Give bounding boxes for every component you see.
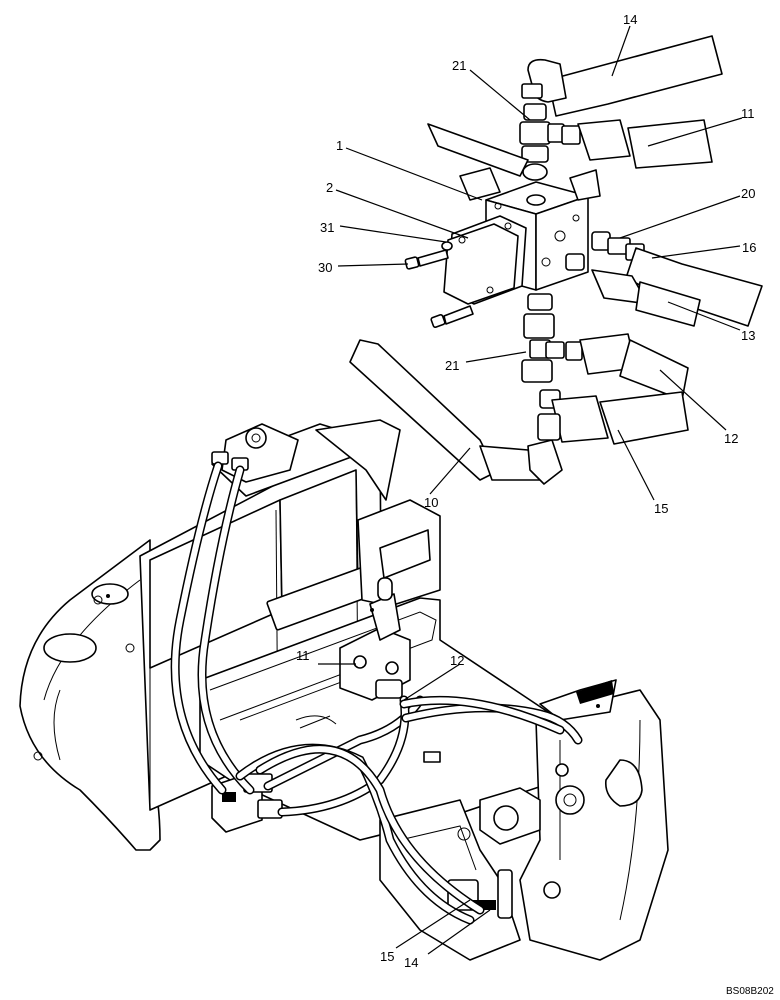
callout-21-top: 21 <box>452 58 466 73</box>
right-wheel-tower <box>519 689 669 961</box>
callout-1: 1 <box>336 138 343 153</box>
hose-10 <box>349 339 563 485</box>
hose-12-upper <box>565 333 689 401</box>
hose-11-upper <box>561 119 713 169</box>
bolt-30-lower <box>430 305 474 328</box>
callout-31: 31 <box>320 220 334 235</box>
tee-fitting-21-lower <box>521 293 565 409</box>
callout-13: 13 <box>741 328 755 343</box>
hose-behind-block <box>427 123 529 177</box>
valve-block-assembly <box>335 25 763 501</box>
hose-14-upper <box>521 35 723 117</box>
callout-15-bottom: 15 <box>380 949 394 964</box>
callout-2: 2 <box>326 180 333 195</box>
drawing-code: BS08B202 <box>726 986 774 997</box>
callout-14-top: 14 <box>623 12 637 27</box>
callout-15-top: 15 <box>654 501 668 516</box>
hose-15-upper <box>551 391 689 445</box>
fitting-20-and-16 <box>565 231 763 327</box>
cover-plate-2 <box>443 215 527 305</box>
hose-13 <box>591 269 701 327</box>
callout-30: 30 <box>318 260 332 275</box>
tee-fitting-21-upper <box>519 103 565 181</box>
callout-11-top: 11 <box>741 106 755 121</box>
hose-routing <box>170 461 583 925</box>
leader-lines-upper <box>335 25 743 501</box>
callout-12-top: 12 <box>724 431 738 446</box>
bolt-30-upper <box>404 241 453 270</box>
callout-16: 16 <box>742 240 756 255</box>
left-fender <box>19 539 161 851</box>
callout-12-bottom: 12 <box>450 653 464 668</box>
callout-10: 10 <box>424 495 438 510</box>
control-valve <box>339 577 411 701</box>
callout-21-bottom: 21 <box>445 358 459 373</box>
callout-14-bottom: 14 <box>404 955 418 970</box>
callout-labels: 14 21 11 1 2 20 31 16 30 13 21 12 10 15 … <box>296 12 774 997</box>
machine-frame <box>19 419 669 961</box>
callout-20: 20 <box>741 186 755 201</box>
callout-11-bottom: 11 <box>296 648 310 663</box>
leader-lines-lower <box>318 663 491 955</box>
